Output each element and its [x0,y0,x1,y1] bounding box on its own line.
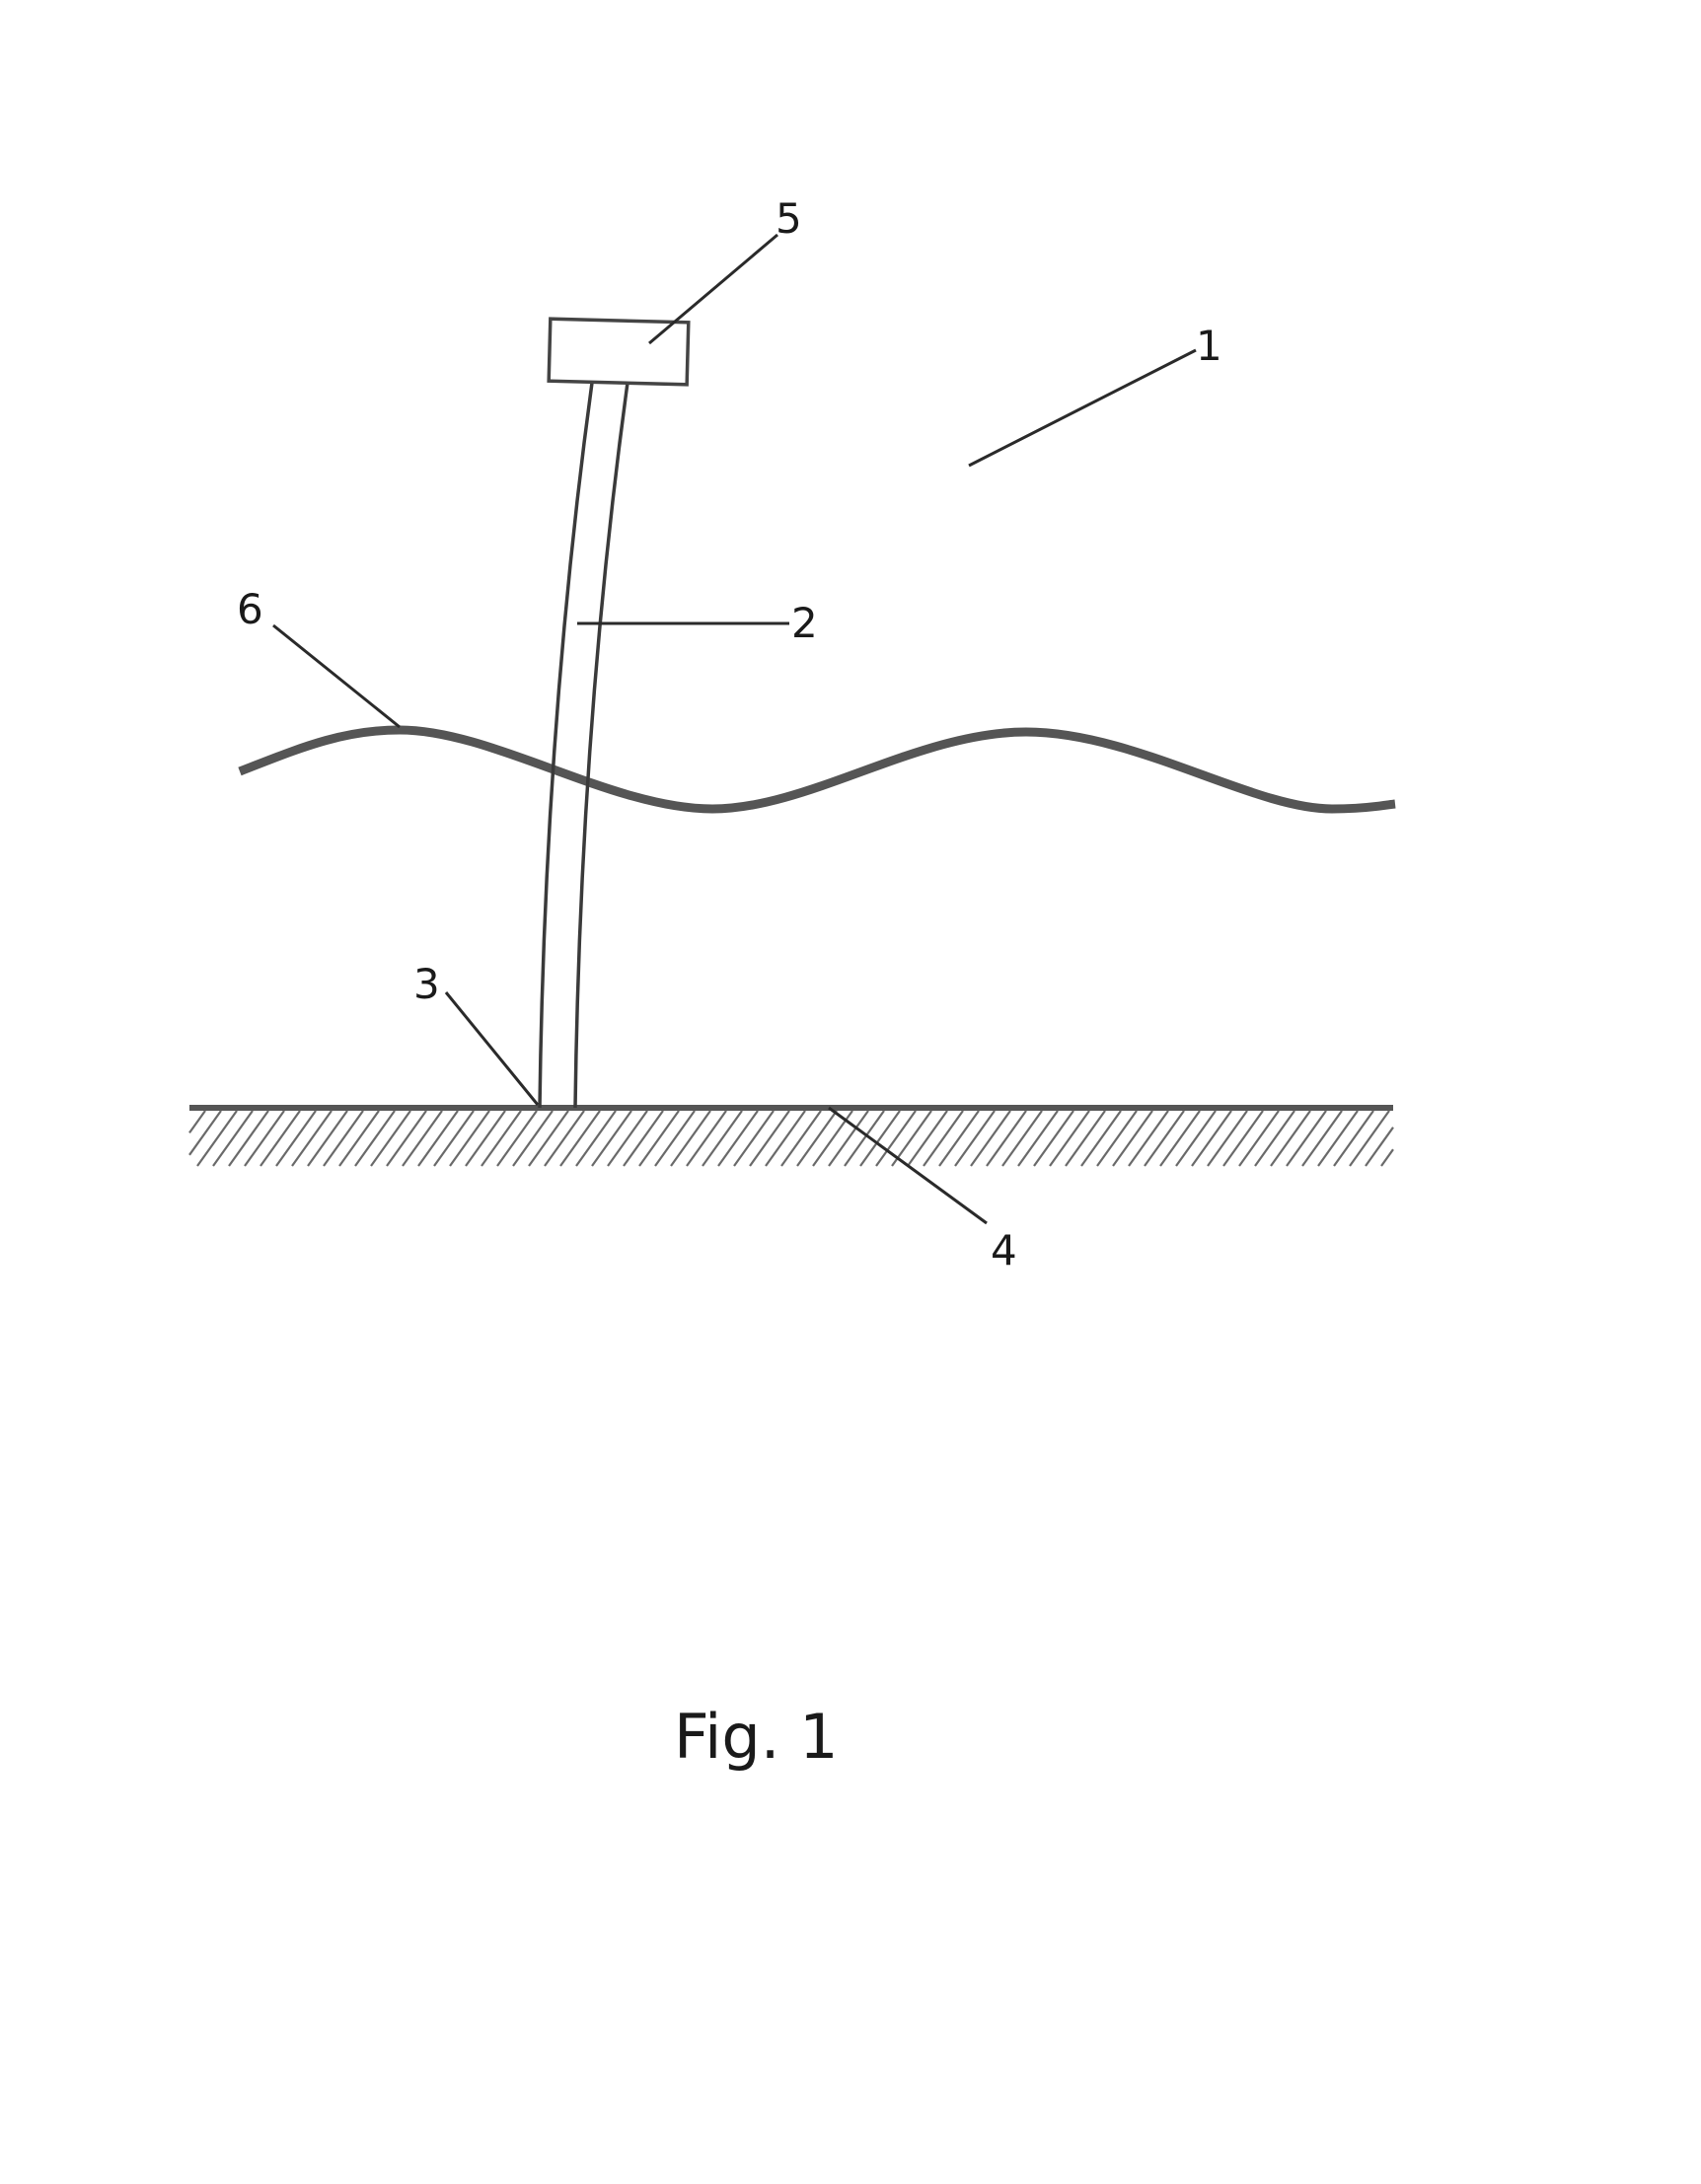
seabed-hatch-line [1380,1148,1394,1167]
seabed-hatch-line [938,1110,980,1167]
seabed-hatch-line [986,1110,1027,1167]
seabed-hatch-line [1191,1110,1232,1167]
seabed-hatch-line [512,1110,554,1167]
seabed-hatch-line [749,1110,790,1167]
leader-line-1 [968,348,1197,468]
seabed-hatch-line [307,1110,348,1167]
leader-line-3 [444,991,540,1106]
seabed-hatch-line [188,1110,206,1134]
seabed-hatch-line [717,1110,759,1167]
seabed-hatch-line [1317,1110,1359,1167]
leader-line-5 [648,233,778,345]
label-5: 5 [776,194,802,243]
seabed-hatch-line [1286,1110,1327,1167]
label-1: 1 [1196,322,1222,370]
seabed-hatch-line [733,1110,775,1167]
seabed-hatch-line [780,1110,822,1167]
seabed-hatch-line [1333,1110,1374,1167]
seabed-hatch-line [433,1110,475,1167]
label-4: 4 [991,1226,1017,1274]
seabed-hatch-line [559,1110,601,1167]
seabed-hatch-line [923,1110,964,1167]
seabed-hatch-line [1238,1110,1280,1167]
reference-numerals: 1 2 3 4 5 6 [237,194,1222,1274]
seabed-hatch-line [796,1110,838,1167]
seabed-hatch-line [891,1110,932,1167]
seabed-hatch-line [1222,1110,1264,1167]
leader-line-4 [828,1106,988,1225]
seabed-hatch-line [970,1110,1011,1167]
seabed-hatch-line [954,1110,996,1167]
tower-left-edge [538,382,594,1109]
seabed-hatch-line [828,1110,869,1167]
tower-right-edge [573,382,629,1109]
seabed-hatch-line [481,1110,522,1167]
seabed [188,1105,1394,1167]
seabed-hatch-line [228,1110,269,1167]
seabed-hatch-line [591,1110,632,1167]
seabed-hatch-line [1033,1110,1074,1167]
seabed-hatch-line [1128,1110,1169,1167]
seabed-hatch-line [1159,1110,1201,1167]
seabed-hatch-line [386,1110,427,1167]
seabed-hatch-line [402,1110,443,1167]
figure-caption: Fig. 1 [674,1701,839,1773]
seabed-hatch-line [1207,1110,1248,1167]
seabed-hatch-line [875,1110,917,1167]
seabed-hatch-line [1065,1110,1106,1167]
seabed-hatch-line [1365,1127,1394,1167]
seabed-hatch-line [575,1110,617,1167]
seabed-hatch-line [607,1110,648,1167]
seabed-hatch-line [291,1110,333,1167]
seabed-hatch-line [212,1110,254,1167]
seabed-hatch-line [702,1110,743,1167]
seabed-hatch-line [638,1110,680,1167]
seabed-hatch-line [1175,1110,1217,1167]
seabed-hatch-line [654,1110,696,1167]
seabed-hatch-line [859,1110,901,1167]
seabed-hatch-line [1301,1110,1343,1167]
seabed-hatch-line [670,1110,711,1167]
seabed-hatch-line [196,1110,238,1167]
seabed-hatch-line [1254,1110,1295,1167]
seabed-hatch-line [544,1110,585,1167]
label-2: 2 [791,599,818,647]
seabed-hatch-line [1096,1110,1138,1167]
nacelle-box [547,317,691,387]
label-3: 3 [413,960,440,1008]
seabed-hatch-line [686,1110,727,1167]
seabed-hatch-line [623,1110,664,1167]
seabed-hatch-line [1080,1110,1122,1167]
seabed-hatch-line [188,1110,222,1156]
seabed-hatch-line [907,1110,948,1167]
seabed-hatch-line [417,1110,459,1167]
seabed-hatching [188,1110,1394,1167]
leader-line-6 [272,623,401,729]
seabed-hatch-line [1270,1110,1311,1167]
seabed-hatch-line [259,1110,301,1167]
seabed-hatch-line [244,1110,285,1167]
tower [538,382,629,1109]
seabed-hatch-line [354,1110,396,1167]
seabed-hatch-line [844,1110,885,1167]
seabed-hatch-line [765,1110,806,1167]
seabed-hatch-line [1017,1110,1059,1167]
seabed-hatch-line [465,1110,506,1167]
seabed-hatch-line [496,1110,538,1167]
water-surface-wave [238,725,1396,814]
seabed-hatch-line [275,1110,317,1167]
seabed-hatch-line [1349,1110,1390,1167]
seabed-hatch-line [338,1110,380,1167]
seabed-hatch-line [1144,1110,1185,1167]
seabed-hatch-line [449,1110,490,1167]
seabed-hatch-line [323,1110,364,1167]
seabed-hatch-line [1112,1110,1153,1167]
seabed-hatch-line [1049,1110,1090,1167]
leader-lines [272,233,1197,1225]
seabed-hatch-line [370,1110,411,1167]
seabed-hatch-line [528,1110,569,1167]
label-6: 6 [237,585,263,633]
seabed-hatch-line [1001,1110,1043,1167]
